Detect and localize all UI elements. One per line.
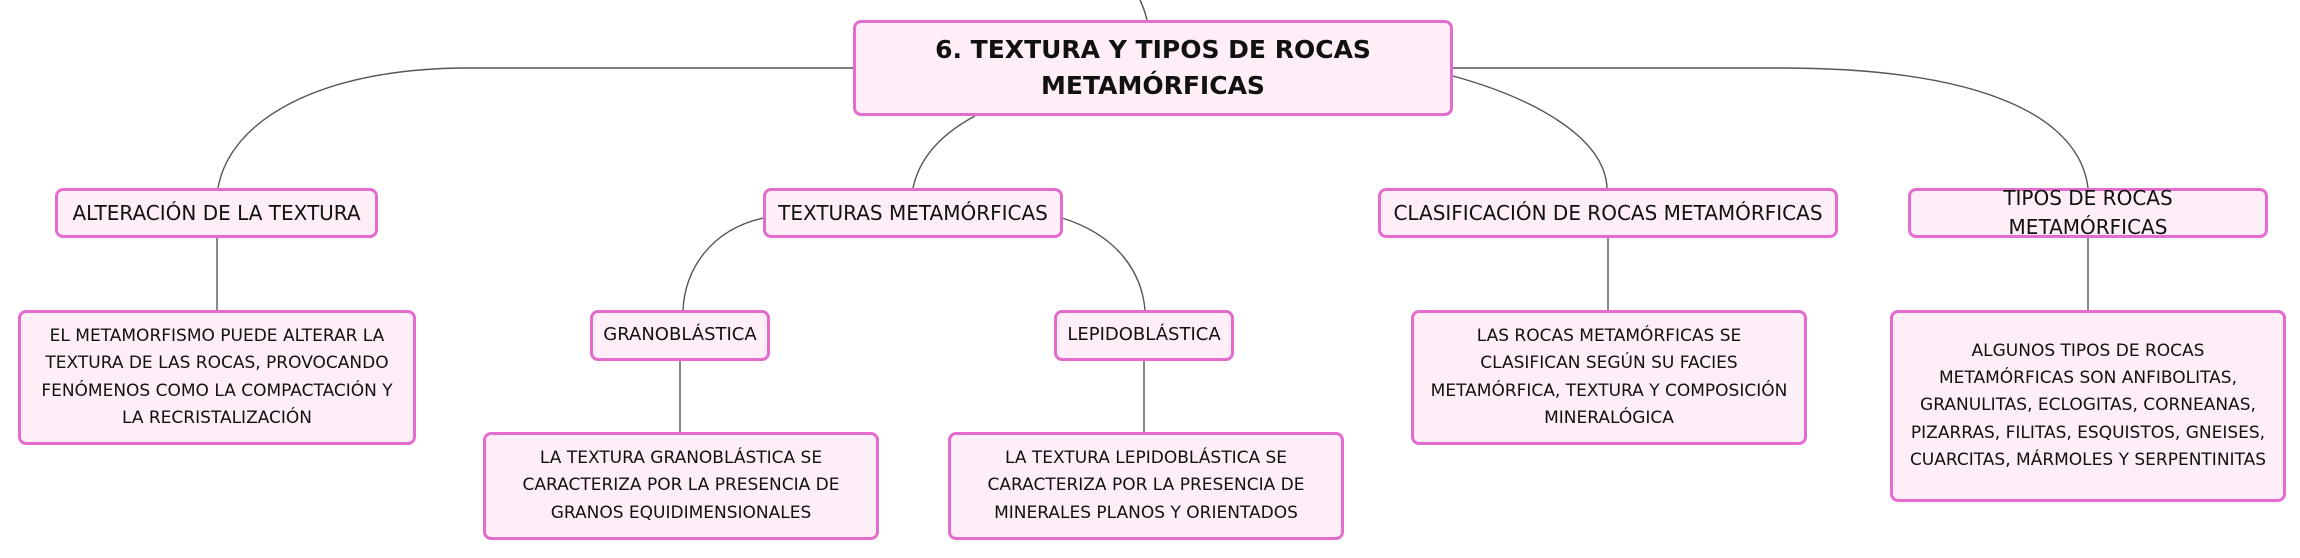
node-granoblastica[interactable]: GRANOBLÁSTICA bbox=[590, 310, 770, 361]
connector-texturas-granoblastica bbox=[682, 217, 764, 311]
detail-tipos[interactable]: ALGUNOS TIPOS DE ROCAS METAMÓRFICAS SON … bbox=[1890, 310, 2286, 502]
node-alteracion[interactable]: ALTERACIÓN DE LA TEXTURA bbox=[55, 188, 378, 238]
connector-parent-root bbox=[1139, 0, 1148, 21]
detail-lepidoblastica-text: LA TEXTURA LEPIDOBLÁSTICA SE CARACTERIZA… bbox=[987, 448, 1305, 523]
node-granoblastica-label: GRANOBLÁSTICA bbox=[603, 324, 757, 346]
detail-alteracion[interactable]: EL METAMORFISMO PUEDE ALTERAR LA TEXTURA… bbox=[18, 310, 416, 445]
connector-root-clasificacion bbox=[1452, 75, 1608, 189]
node-alteracion-label: ALTERACIÓN DE LA TEXTURA bbox=[72, 200, 361, 225]
node-tipos-label: TIPOS DE ROCAS METAMÓRFICAS bbox=[2003, 186, 2173, 239]
detail-granoblastica-text: LA TEXTURA GRANOBLÁSTICA SE CARACTERIZA … bbox=[522, 448, 840, 523]
connector-root-tipos bbox=[1453, 67, 2089, 189]
node-lepidoblastica-label: LEPIDOBLÁSTICA bbox=[1067, 324, 1221, 346]
node-clasificacion-label: CLASIFICACIÓN DE ROCAS METAMÓRFICAS bbox=[1393, 200, 1823, 225]
node-texturas[interactable]: TEXTURAS METAMÓRFICAS bbox=[763, 188, 1063, 238]
node-clasificacion[interactable]: CLASIFICACIÓN DE ROCAS METAMÓRFICAS bbox=[1378, 188, 1838, 238]
node-tipos[interactable]: TIPOS DE ROCAS METAMÓRFICAS bbox=[1908, 186, 2268, 239]
detail-alteracion-text: EL METAMORFISMO PUEDE ALTERAR LA TEXTURA… bbox=[41, 326, 393, 428]
connector-root-alteracion bbox=[217, 67, 853, 189]
connector-texturas-lepidoblastica bbox=[1061, 217, 1146, 311]
node-lepidoblastica[interactable]: LEPIDOBLÁSTICA bbox=[1054, 310, 1234, 361]
detail-granoblastica[interactable]: LA TEXTURA GRANOBLÁSTICA SE CARACTERIZA … bbox=[483, 432, 879, 540]
root-node[interactable]: 6. TEXTURA Y TIPOS DE ROCAS METAMÓRFICAS bbox=[853, 20, 1453, 116]
detail-clasificacion[interactable]: LAS ROCAS METAMÓRFICAS SE CLASIFICAN SEG… bbox=[1411, 310, 1807, 445]
root-node-label: 6. TEXTURA Y TIPOS DE ROCAS METAMÓRFICAS bbox=[935, 34, 1371, 100]
detail-clasificacion-text: LAS ROCAS METAMÓRFICAS SE CLASIFICAN SEG… bbox=[1430, 326, 1788, 428]
detail-lepidoblastica[interactable]: LA TEXTURA LEPIDOBLÁSTICA SE CARACTERIZA… bbox=[948, 432, 1344, 540]
detail-tipos-text: ALGUNOS TIPOS DE ROCAS METAMÓRFICAS SON … bbox=[1909, 341, 2267, 470]
node-texturas-label: TEXTURAS METAMÓRFICAS bbox=[778, 200, 1048, 225]
connector-root-texturas bbox=[912, 115, 976, 189]
